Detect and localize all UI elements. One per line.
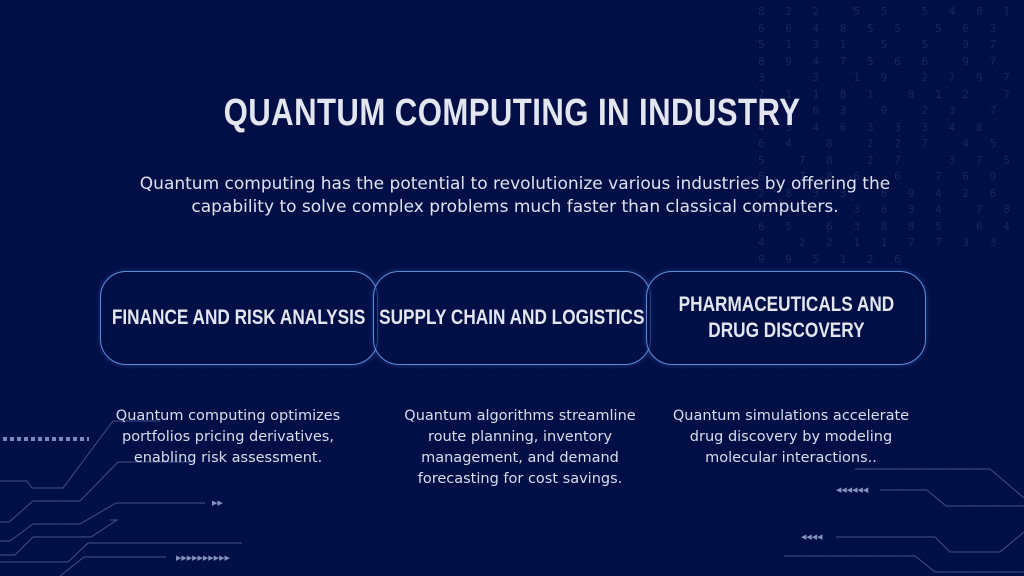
svg-text:▶▶▶▶▶▶▶▶▶▶: ▶▶▶▶▶▶▶▶▶▶ <box>176 554 230 562</box>
card-supply-chain: SUPPLY CHAIN AND LOGISTICS <box>373 271 651 365</box>
card-pharmaceuticals-description: Quantum simulations accelerate drug disc… <box>672 408 910 466</box>
card-finance-label: FINANCE AND RISK ANALYSIS <box>112 306 366 329</box>
card-pharmaceuticals-label-line2: DRUG DISCOVERY <box>707 319 865 342</box>
slide-subtitle: Quantum computing has the potential to r… <box>139 174 891 217</box>
card-finance-description: Quantum computing optimizes portfolios p… <box>115 408 341 466</box>
digit-pattern-decoration: 8 2 2 5 5 5 4 8 1 6 6 4 8 5 5 5 6 3 5 1 … <box>758 5 1017 266</box>
card-supply-chain-description: Quantum algorithms streamline route plan… <box>404 408 636 487</box>
card-finance: FINANCE AND RISK ANALYSIS <box>100 271 378 365</box>
svg-text:▶▶: ▶▶ <box>212 499 223 507</box>
slide-title: QUANTUM COMPUTING IN INDUSTRY <box>223 92 801 134</box>
card-supply-chain-label: SUPPLY CHAIN AND LOGISTICS <box>379 306 645 329</box>
card-pharmaceuticals-label: PHARMACEUTICALS AND DRUG DISCOVERY <box>678 292 894 344</box>
dotted-bar-left <box>3 437 89 441</box>
card-pharmaceuticals-label-line1: PHARMACEUTICALS AND <box>678 293 894 316</box>
card-pharmaceuticals: PHARMACEUTICALS AND DRUG DISCOVERY <box>646 271 926 365</box>
